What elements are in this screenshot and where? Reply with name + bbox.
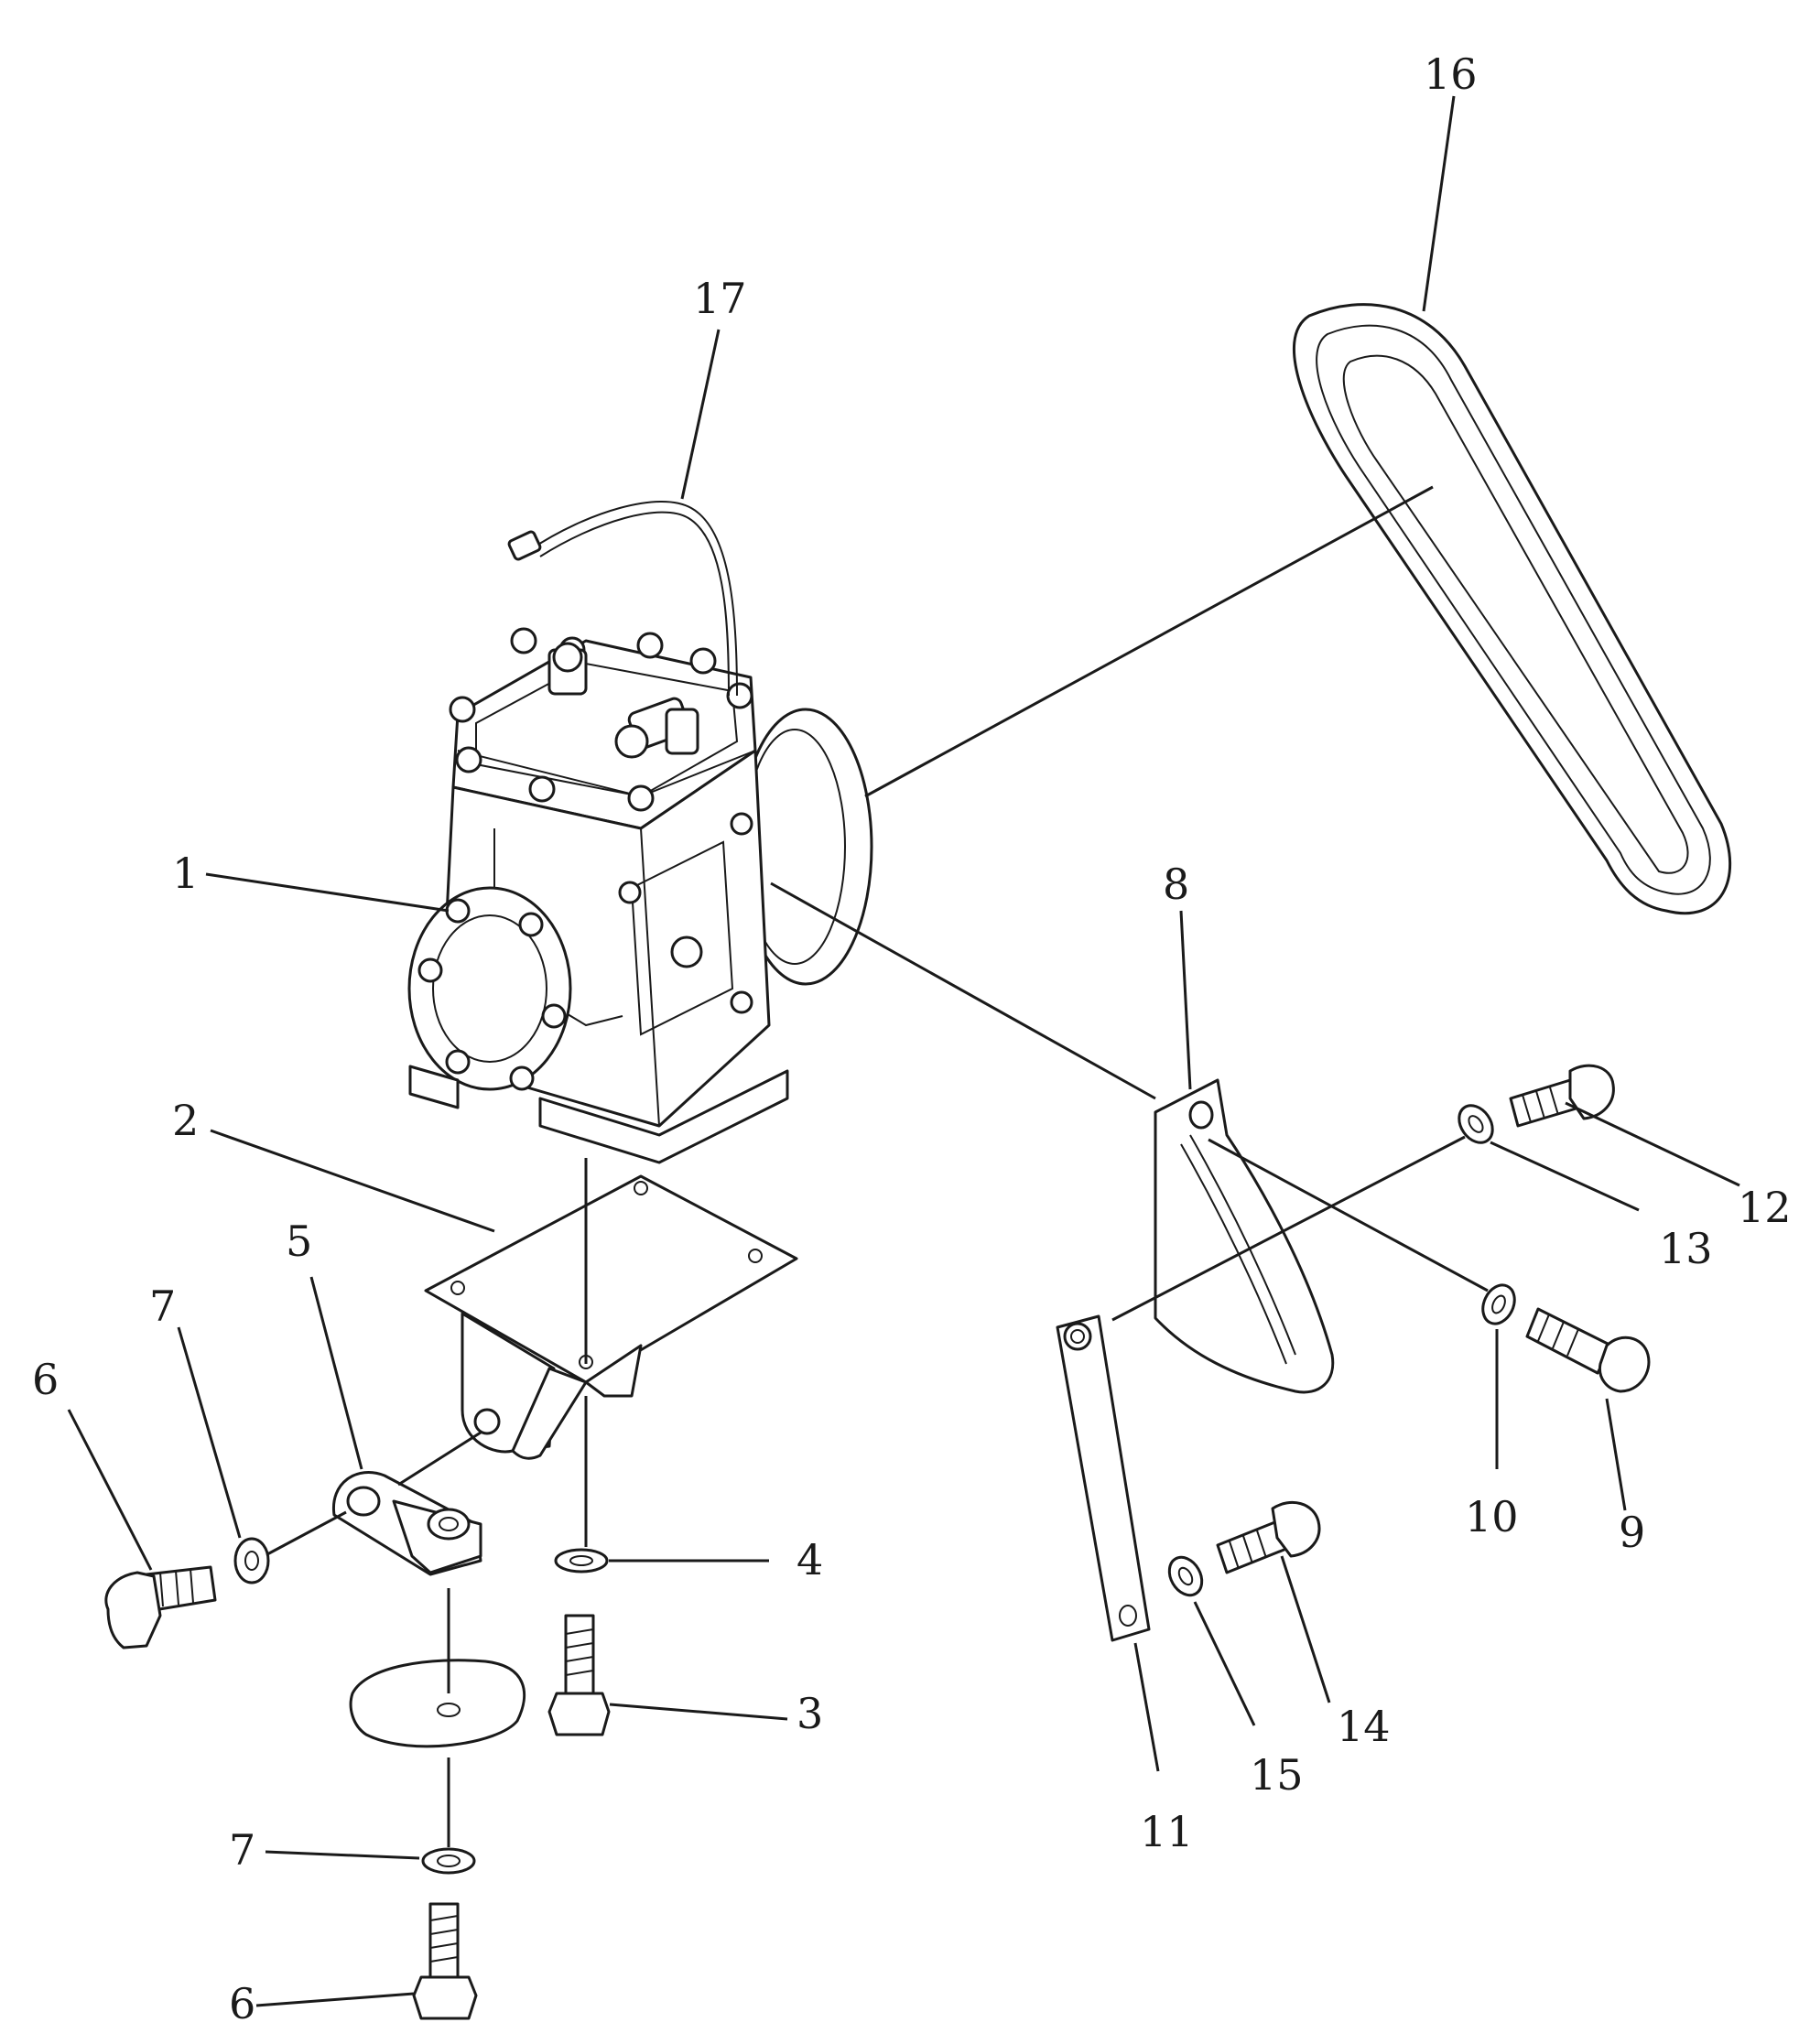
bolt-part-6-vertical [412, 1902, 478, 2020]
callout-17: 17 [693, 274, 747, 323]
callout-14: 14 [1337, 1702, 1391, 1751]
bolt-part-9 [1525, 1307, 1651, 1393]
small-bracket-part [331, 1471, 482, 1576]
link-strap-part [1056, 1314, 1151, 1642]
washer-part-13 [1458, 1104, 1494, 1144]
adjusting-bracket-part [1154, 1078, 1335, 1394]
washer-part-7-lower [421, 1847, 476, 1875]
callout-2: 2 [172, 1096, 199, 1145]
callout-13: 13 [1659, 1224, 1713, 1273]
bolt-part-6-horizontal [104, 1565, 217, 1649]
callout-7-lower: 7 [229, 1825, 255, 1875]
callout-10: 10 [1465, 1492, 1519, 1541]
callout-11: 11 [1140, 1807, 1194, 1856]
callout-7-upper: 7 [149, 1282, 176, 1331]
callout-6-upper: 6 [32, 1355, 59, 1404]
bolt-part-12 [1509, 1064, 1615, 1128]
washer-part-4 [554, 1548, 609, 1574]
callout-leaders [67, 95, 1740, 2007]
shim-part [349, 1659, 526, 1748]
washer-part-10 [1481, 1283, 1516, 1325]
callout-8: 8 [1163, 860, 1189, 909]
callout-5: 5 [286, 1217, 312, 1266]
bolt-part-14 [1216, 1500, 1321, 1574]
callout-1: 1 [172, 849, 199, 898]
alignment-lines [266, 485, 1489, 1847]
callout-labels: 1 2 3 4 5 6 6 7 7 8 9 10 11 12 13 14 15 … [32, 49, 1792, 2028]
callout-4: 4 [797, 1535, 823, 1584]
v-belt-part [1293, 303, 1732, 915]
compressor-part [407, 501, 873, 1164]
callout-12: 12 [1738, 1183, 1792, 1232]
washer-part-7-upper [233, 1537, 270, 1584]
callout-15: 15 [1250, 1750, 1304, 1800]
bolt-part-3 [547, 1614, 611, 1736]
callout-9: 9 [1619, 1508, 1645, 1557]
mounting-bracket-part [424, 1174, 798, 1460]
washer-part-15 [1167, 1555, 1204, 1597]
callout-3: 3 [797, 1689, 823, 1738]
callout-6-lower: 6 [229, 1979, 255, 2028]
callout-16: 16 [1424, 49, 1478, 99]
